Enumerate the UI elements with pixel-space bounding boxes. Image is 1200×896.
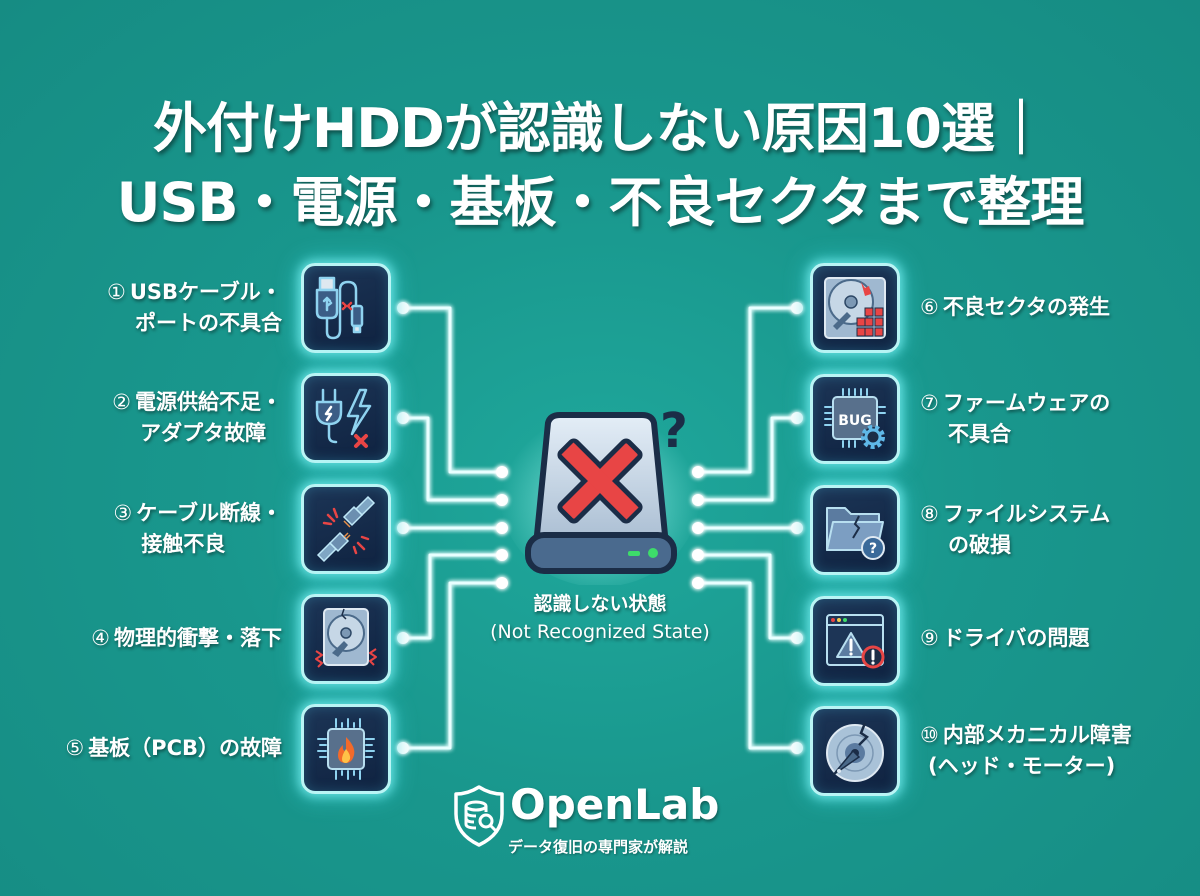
cause-1-line1: USBケーブル・: [129, 280, 282, 304]
center-state-label: 認識しない状態 (Not Recognized State): [440, 590, 760, 646]
page-title-line1: 外付けHDDが認識しない原因10選｜: [153, 97, 1048, 160]
cause-5-number: ⑤: [65, 736, 85, 760]
cause-1-line2: ポートの不具合: [135, 311, 282, 335]
cause-10-line2: (ヘッド・モーター): [928, 754, 1116, 778]
cause-4-number: ④: [91, 626, 110, 650]
svg-text:?: ?: [869, 541, 877, 557]
cause-3-line1: ケーブル断線・: [136, 501, 282, 525]
center-label-ja: 認識しない状態: [533, 593, 667, 615]
cause-7-line2: 不具合: [948, 422, 1011, 446]
svg-text:BUG: BUG: [838, 413, 872, 429]
cause-7-number: ⑦: [920, 391, 939, 415]
cause-6-number: ⑥: [920, 295, 939, 319]
brand-logo: OpenLab データ復旧の専門家が解説: [450, 780, 770, 872]
firmware-bug-icon: BUG: [824, 388, 886, 449]
cause-5-line1: 基板（PCB）の故障: [88, 736, 282, 760]
brand-tagline: データ復旧の専門家が解説: [508, 838, 689, 856]
hdd-not-recognized-icon: ?: [500, 403, 700, 585]
cause-8-line1: ファイルシステム: [942, 502, 1111, 526]
cause-1-number: ①: [107, 280, 126, 304]
driver-warning-icon: [826, 614, 885, 669]
brand-name: OpenLab: [510, 780, 720, 829]
broken-platter-icon: [826, 722, 884, 782]
cause-8-number: ⑧: [920, 502, 939, 526]
cause-3-icon-box: [301, 484, 391, 574]
cause-8-line2: の破損: [948, 533, 1011, 557]
cause-8-icon-box: ?: [810, 485, 900, 575]
bad-sector-icon: [824, 277, 886, 339]
cause-5-icon-box: [301, 704, 391, 794]
center-label-en: (Not Recognized State): [490, 621, 710, 643]
cause-10-icon-box: [810, 706, 900, 796]
cause-10-line1: 内部メカニカル障害: [942, 723, 1132, 747]
cause-9-line1: ドライバの問題: [942, 626, 1090, 650]
cause-9-number: ⑨: [920, 626, 939, 650]
cause-2-line1: 電源供給不足・: [135, 390, 282, 414]
power-plug-icon: [315, 388, 372, 448]
cause-4-icon-box: [301, 594, 391, 684]
cause-9-icon-box: [810, 596, 900, 686]
page-title-line2: USB・電源・基板・不良セクタまで整理: [116, 171, 1085, 234]
cause-1-icon-box: [301, 263, 391, 353]
burning-chip-icon: [317, 718, 375, 780]
cause-7-icon-box: BUG: [810, 374, 900, 464]
cause-2-icon-box: [301, 373, 391, 463]
cause-6-icon-box: [810, 263, 900, 353]
broken-folder-icon: ?: [826, 507, 885, 560]
cause-2-line2: アダプタ故障: [140, 421, 267, 445]
usb-cable-icon: [315, 276, 364, 340]
cracked-hdd-icon: [315, 608, 377, 668]
cause-3-number: ③: [113, 501, 133, 525]
cause-4-line1: 物理的衝撃・落下: [114, 626, 282, 650]
cause-6-line1: 不良セクタの発生: [942, 295, 1110, 319]
cause-7-line1: ファームウェアの: [942, 391, 1111, 415]
broken-cable-icon: [316, 495, 376, 563]
cause-3-line2: 接触不良: [141, 532, 226, 556]
cause-10-number: ⑩: [920, 723, 939, 747]
cause-2-number: ②: [112, 390, 131, 414]
svg-text:?: ?: [660, 403, 688, 459]
shield-database-search-icon: [454, 785, 504, 847]
